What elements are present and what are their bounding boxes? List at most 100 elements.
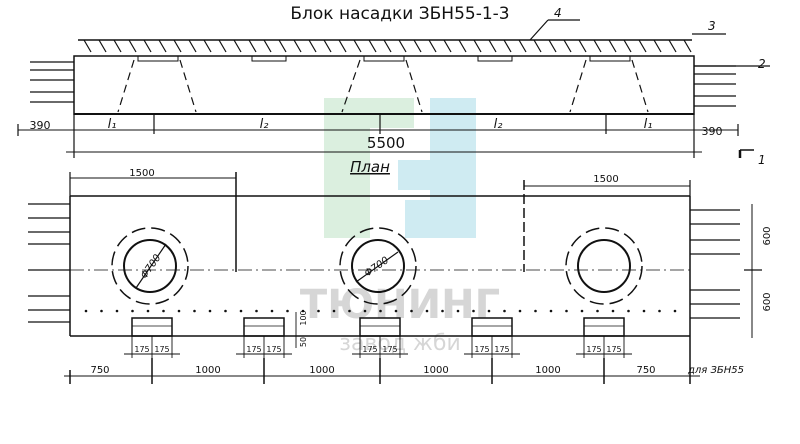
hatch-stroke	[323, 39, 332, 53]
hatch-stroke	[143, 39, 152, 53]
anchor-dot	[410, 309, 413, 313]
anchor-dot	[503, 309, 506, 313]
bottom-dim: 750	[636, 365, 655, 376]
hatch-stroke	[608, 39, 617, 53]
pad-width-dim: 175	[474, 345, 489, 354]
anchor-dot	[177, 309, 181, 313]
top-dim-right: 1500	[593, 174, 618, 185]
hatch-stroke	[413, 39, 422, 53]
hatch-stroke	[308, 39, 317, 53]
hatch-stroke	[473, 39, 482, 53]
anchor-dot	[549, 309, 553, 313]
hatch-stroke	[173, 39, 182, 53]
hole-diameter-label: Φ700	[139, 253, 163, 281]
segment-label: l₂	[494, 117, 503, 132]
anchor-dot	[317, 309, 320, 313]
anchor-dot	[472, 309, 475, 313]
hatch-stroke	[548, 39, 557, 53]
anchor-dot	[208, 309, 212, 313]
anchor-dot	[146, 309, 150, 313]
anchor-dot	[332, 309, 336, 313]
end-dim-right: 390	[702, 125, 723, 138]
hatch-stroke	[398, 39, 407, 53]
anchor-dot	[394, 309, 398, 313]
pad-width-dim: 175	[266, 345, 281, 354]
hatch-stroke	[668, 39, 677, 53]
hatch-stroke	[353, 39, 362, 53]
bottom-dim: 1000	[309, 365, 334, 376]
hatch-stroke	[233, 39, 242, 53]
hole-diameter-label: Φ700	[363, 255, 391, 279]
hatch-stroke	[83, 39, 92, 53]
hatch-stroke	[188, 39, 197, 53]
segment-label: l₂	[260, 117, 269, 132]
hatch-stroke	[533, 39, 542, 53]
hatch-stroke	[488, 39, 497, 53]
anchor-dot	[456, 309, 460, 313]
anchor-dot	[673, 309, 677, 313]
pad-width-dim: 175	[362, 345, 377, 354]
total-length-dim: 5500	[367, 134, 405, 152]
anchor-dot	[627, 309, 630, 313]
anchor-dot	[642, 309, 646, 313]
anchor-dot	[115, 309, 119, 313]
hatch-stroke	[563, 39, 572, 53]
pad-width-dim: 175	[246, 345, 261, 354]
hatch-stroke	[293, 39, 302, 53]
hatch-stroke	[653, 39, 662, 53]
hatch-stroke	[278, 39, 287, 53]
callout-label: 4	[554, 6, 562, 20]
hatch-stroke	[518, 39, 527, 53]
hatch-stroke	[593, 39, 602, 53]
hatch-stroke	[158, 39, 167, 53]
elevation-view	[17, 19, 770, 158]
anchor-dot	[487, 309, 491, 313]
pad-width-dim: 175	[586, 345, 601, 354]
anchor-dot	[611, 309, 615, 313]
hatch-stroke	[428, 39, 437, 53]
anchor-dot	[270, 309, 274, 313]
anchor-dot	[596, 309, 599, 313]
anchor-dot	[239, 309, 243, 313]
hatch-stroke	[248, 39, 257, 53]
hatch-stroke	[443, 39, 452, 53]
plan-view	[28, 172, 762, 384]
anchor-dot	[658, 309, 661, 313]
pad-width-dim: 175	[606, 345, 621, 354]
watermark-logo	[324, 98, 476, 238]
anchor-dot	[348, 309, 351, 313]
anchor-dot	[565, 309, 568, 313]
side-dim-top: 600	[762, 226, 773, 245]
ground-hatching	[83, 39, 692, 53]
hatch-stroke	[623, 39, 632, 53]
plan-heading: План	[350, 158, 390, 176]
anchor-dot	[162, 309, 165, 313]
hatch-stroke	[113, 39, 122, 53]
bottom-dim: 750	[90, 365, 109, 376]
hatch-stroke	[98, 39, 107, 53]
pad-width-dim: 175	[494, 345, 509, 354]
pad-width-dim: 175	[154, 345, 169, 354]
anchor-dot	[255, 309, 258, 313]
anchor-dot	[286, 309, 289, 313]
drawing-note: для ЗБН55	[687, 365, 744, 376]
anchor-dot	[193, 309, 196, 313]
hatch-stroke	[458, 39, 467, 53]
anchor-dot	[131, 309, 134, 313]
anchor-dot	[518, 309, 522, 313]
side-dim-bottom: 600	[762, 292, 773, 311]
pad-depth-dim: 50	[299, 337, 308, 347]
anchor-dot	[224, 309, 227, 313]
bottom-dim: 1000	[195, 365, 220, 376]
pile-holes	[111, 227, 643, 305]
pad-width-dim: 175	[382, 345, 397, 354]
top-dim-left: 1500	[129, 168, 154, 179]
hatch-stroke	[638, 39, 647, 53]
hatch-stroke	[503, 39, 512, 53]
hatch-stroke	[218, 39, 227, 53]
hatch-stroke	[383, 39, 392, 53]
hatch-stroke	[578, 39, 587, 53]
segment-label: l₁	[108, 117, 117, 132]
hatch-stroke	[128, 39, 137, 53]
